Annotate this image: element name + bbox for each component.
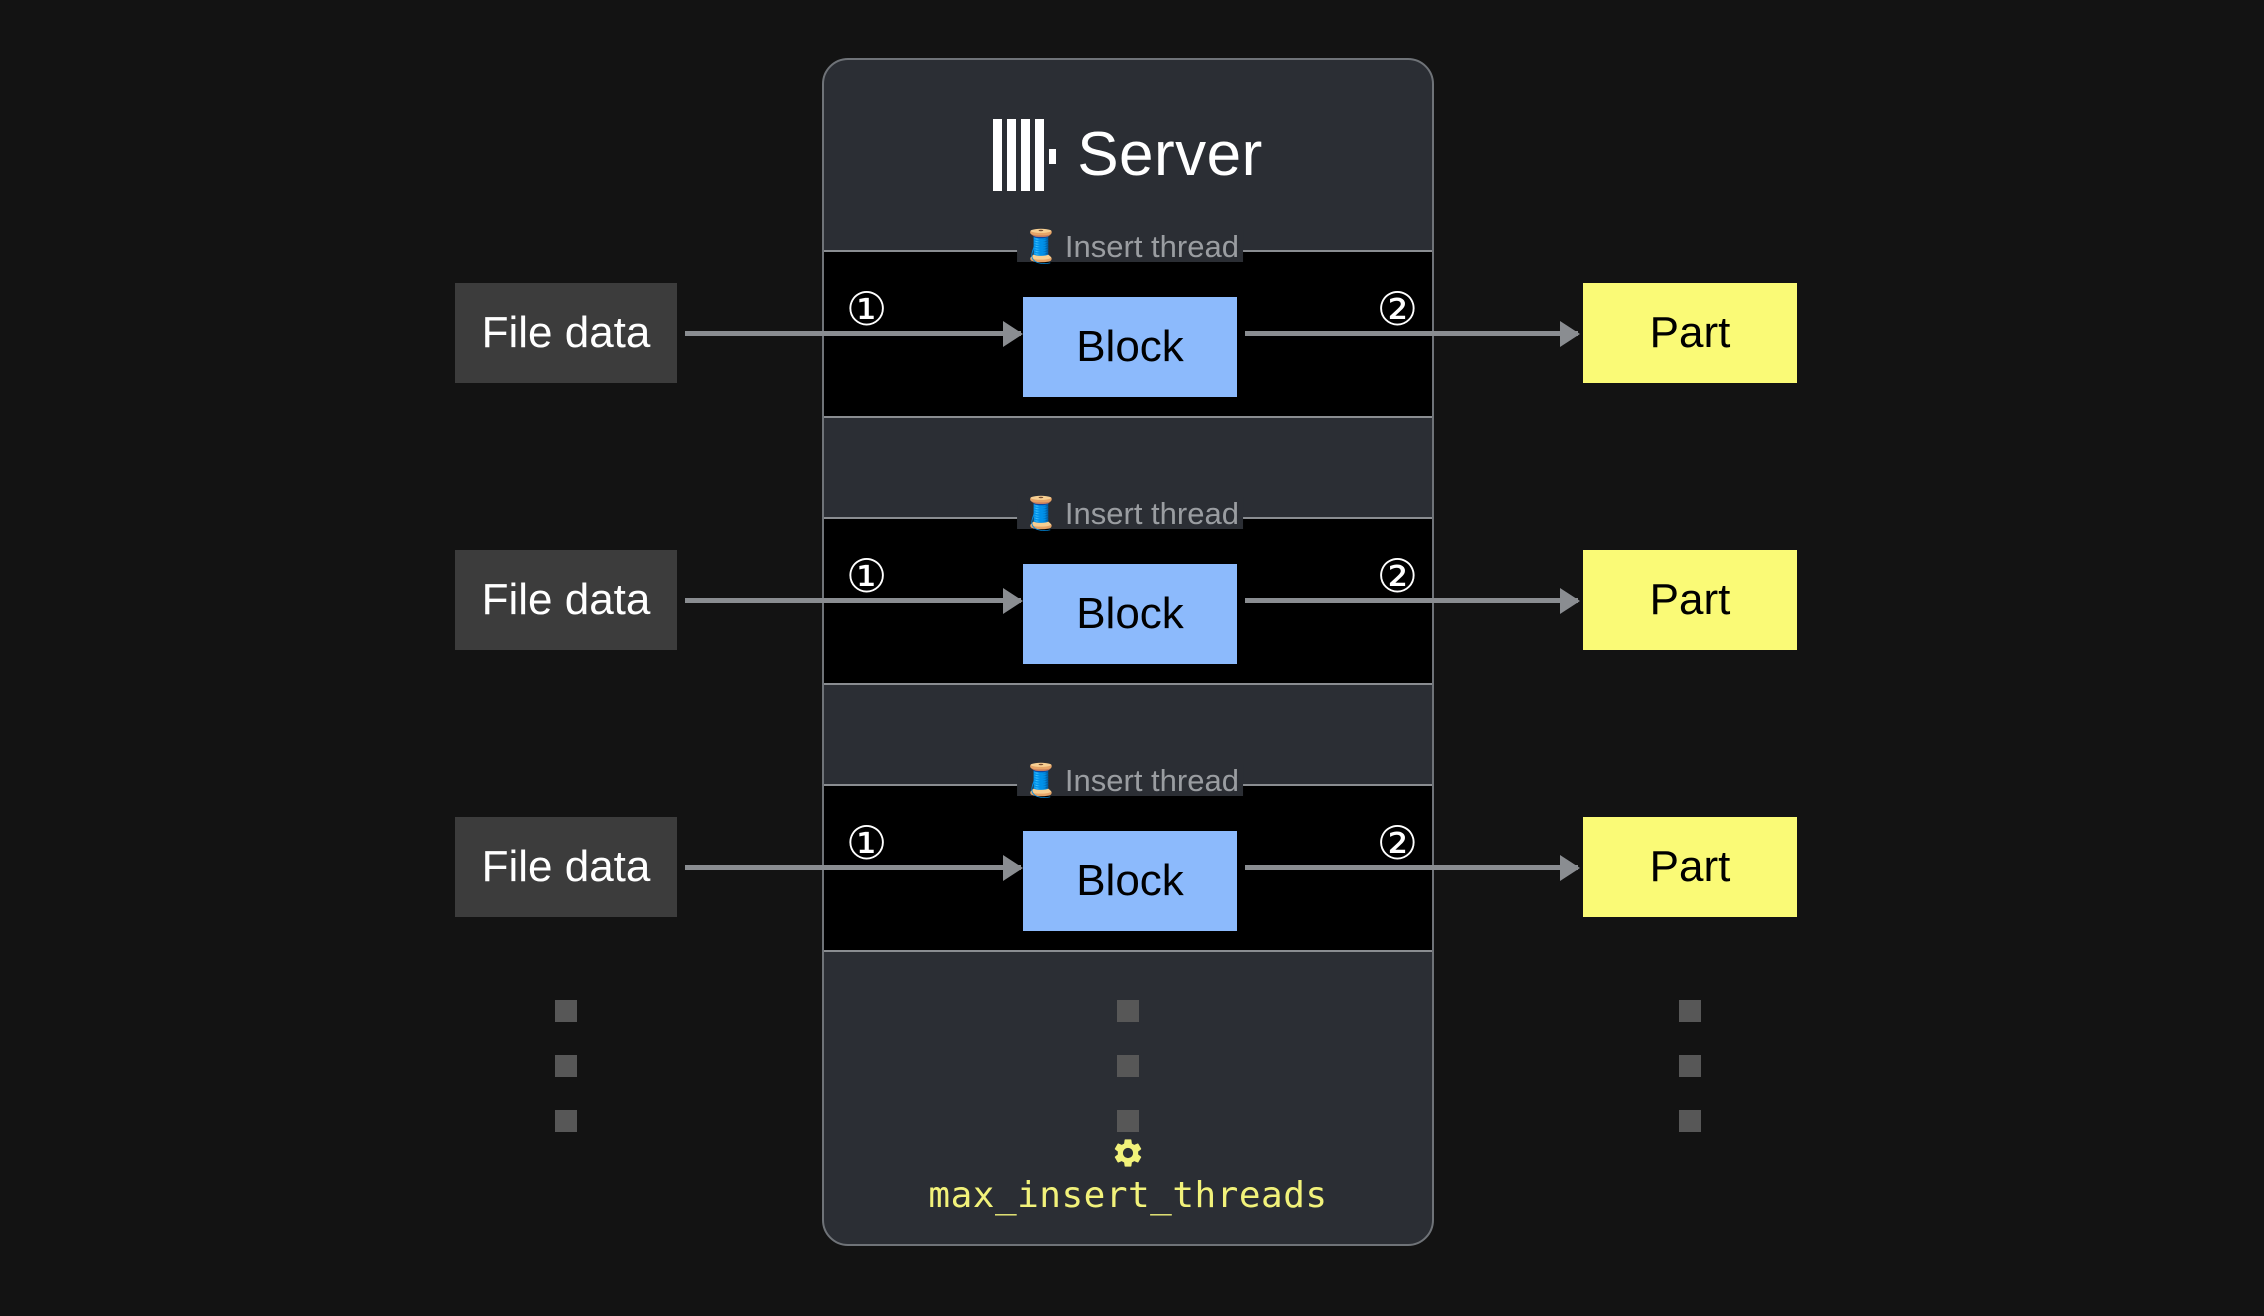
part-box-3: Part	[1583, 817, 1797, 917]
arrow-file-to-block-1	[685, 331, 1021, 336]
gear-icon	[1111, 1136, 1145, 1170]
ellipsis-right	[1679, 1000, 1701, 1132]
step-number-out-2: ②	[1376, 550, 1418, 602]
step-number-out-1: ②	[1376, 283, 1418, 335]
part-label: Part	[1649, 575, 1731, 624]
server-panel: Server 🧵 Insert thread ① ② Block 🧵 Inser…	[822, 58, 1434, 1246]
insert-thread-band-1: 🧵 Insert thread ① ② Block	[824, 230, 1432, 418]
server-title-group: Server	[824, 100, 1432, 210]
ellipsis-dot	[555, 1055, 577, 1077]
clickhouse-logo-icon	[993, 119, 1057, 191]
step-number-in-3: ①	[846, 817, 888, 869]
arrow-block-to-part-3	[1245, 865, 1578, 870]
ellipsis-left	[555, 1000, 577, 1132]
part-box-1: Part	[1583, 283, 1797, 383]
block-label: Block	[1076, 322, 1184, 371]
part-label: Part	[1649, 308, 1731, 357]
block-box-2: Block	[1023, 564, 1237, 664]
ellipsis-dot	[1679, 1110, 1701, 1132]
part-box-2: Part	[1583, 550, 1797, 650]
step-number-in-2: ①	[846, 550, 888, 602]
thread-spool-icon: 🧵	[1021, 495, 1061, 531]
block-label: Block	[1076, 589, 1184, 638]
step-number-in-1: ①	[846, 283, 888, 335]
ellipsis-dot	[1117, 1055, 1139, 1077]
file-data-label: File data	[481, 842, 651, 891]
arrow-file-to-block-2	[685, 598, 1021, 603]
server-title: Server	[1077, 120, 1263, 189]
part-label: Part	[1649, 842, 1731, 891]
setting-group: max_insert_threads	[824, 1136, 1432, 1216]
insert-thread-label-group-3: 🧵 Insert thread	[1017, 764, 1243, 796]
ellipsis-dot	[1117, 1000, 1139, 1022]
file-data-label: File data	[481, 575, 651, 624]
file-data-label: File data	[481, 308, 651, 357]
file-data-box-1: File data	[455, 283, 677, 383]
file-data-box-3: File data	[455, 817, 677, 917]
insert-thread-label: Insert thread	[1064, 228, 1239, 264]
block-box-3: Block	[1023, 831, 1237, 931]
ellipsis-dot	[1679, 1055, 1701, 1077]
arrow-block-to-part-2	[1245, 598, 1578, 603]
ellipsis-center	[1117, 1000, 1139, 1132]
insert-thread-label-group-1: 🧵 Insert thread	[1017, 230, 1243, 262]
block-label: Block	[1076, 856, 1184, 905]
thread-spool-icon: 🧵	[1021, 228, 1061, 264]
thread-spool-icon: 🧵	[1021, 762, 1061, 798]
insert-thread-label: Insert thread	[1064, 495, 1239, 531]
max-insert-threads-setting-label: max_insert_threads	[928, 1175, 1328, 1217]
file-data-box-2: File data	[455, 550, 677, 650]
arrow-block-to-part-1	[1245, 331, 1578, 336]
step-number-out-3: ②	[1376, 817, 1418, 869]
insert-thread-label-group-2: 🧵 Insert thread	[1017, 497, 1243, 529]
ellipsis-dot	[1679, 1000, 1701, 1022]
ellipsis-dot	[1117, 1110, 1139, 1132]
arrow-file-to-block-3	[685, 865, 1021, 870]
insert-thread-label: Insert thread	[1064, 762, 1239, 798]
block-box-1: Block	[1023, 297, 1237, 397]
ellipsis-dot	[555, 1000, 577, 1022]
ellipsis-dot	[555, 1110, 577, 1132]
